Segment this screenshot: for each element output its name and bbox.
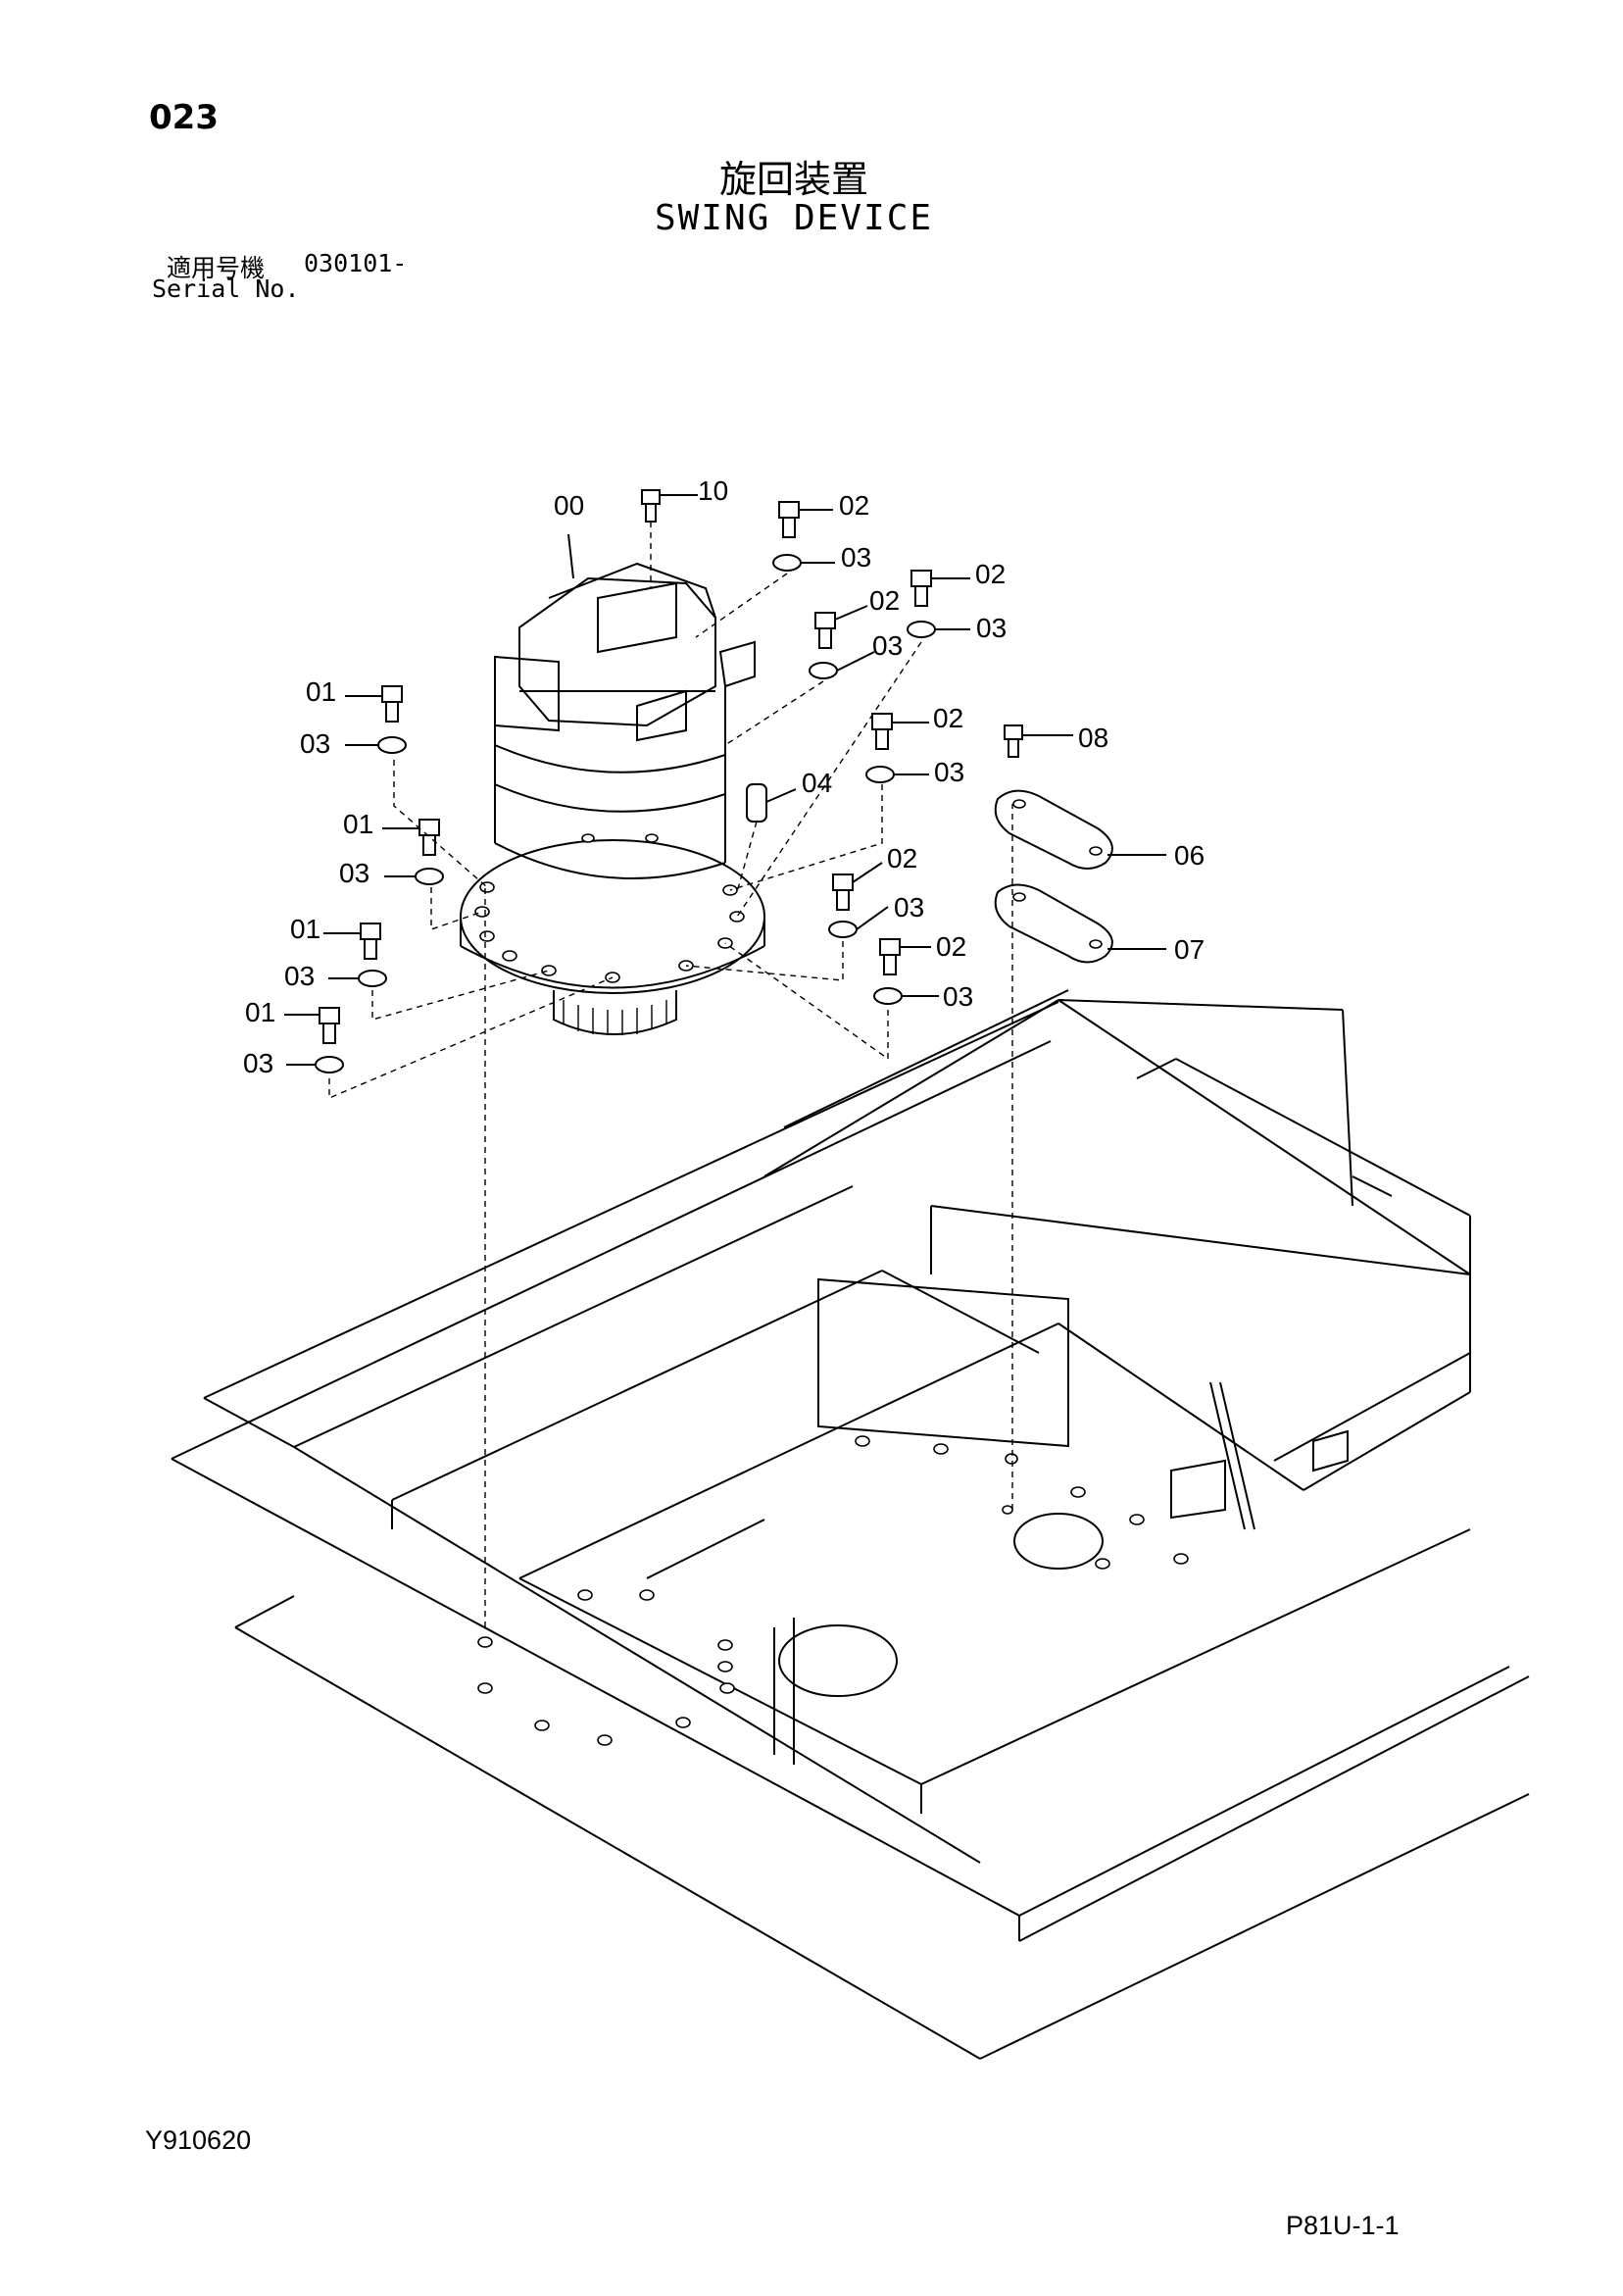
serial-label-japanese: 適用号機 (167, 254, 266, 282)
callout-08: 08 (1078, 723, 1108, 753)
bolt-02-c (910, 570, 932, 607)
callout-02: 02 (839, 490, 869, 521)
callout-01: 01 (245, 997, 275, 1027)
callout-03: 03 (284, 961, 315, 991)
washer-03-f (415, 868, 444, 885)
title-english: SWING DEVICE (654, 198, 934, 238)
washer-03-c (907, 621, 936, 638)
bolt-01-c (360, 923, 381, 960)
callout-03: 03 (976, 613, 1007, 643)
callout-03: 03 (872, 630, 903, 661)
callout-02: 02 (975, 559, 1006, 589)
cover-plates (994, 789, 1113, 964)
bolt-01-d (319, 1007, 340, 1044)
callout-02: 02 (869, 585, 900, 616)
callout-07: 07 (1174, 934, 1205, 965)
callout-03: 03 (934, 757, 964, 787)
leader-lines (284, 494, 1166, 1066)
swing-motor-drawing (460, 562, 765, 1035)
callout-03: 03 (841, 542, 871, 573)
washer-03-d (377, 736, 407, 754)
callout-02: 02 (936, 931, 966, 962)
serial-value: 030101- (304, 249, 408, 277)
washer-03-j (315, 1056, 344, 1073)
callout-03: 03 (943, 981, 973, 1012)
title-japanese: 旋回装置 (718, 158, 868, 201)
washer-03-e (865, 766, 895, 783)
bolts-and-washers (315, 489, 1023, 1073)
bolt-02-b (814, 612, 836, 649)
upper-frame-drawing (171, 989, 1530, 2060)
callout-06: 06 (1174, 840, 1205, 871)
callout-03: 03 (894, 892, 924, 923)
callout-labels: 00 10 02 03 02 02 03 03 01 03 02 08 03 0… (243, 475, 1205, 1078)
bolt-02-f (879, 938, 901, 975)
callout-00: 00 (554, 490, 584, 521)
bolt-08 (1004, 724, 1023, 758)
bolt-01-b (418, 819, 440, 856)
drawing-code: Y910620 (145, 2125, 252, 2155)
bolt-10 (641, 489, 661, 523)
callout-02: 02 (887, 843, 917, 873)
plate-07 (994, 883, 1113, 964)
washer-03-b (809, 662, 838, 679)
washer-03-a (772, 554, 802, 572)
assembly-lines (328, 522, 1013, 1627)
sheet-code: P81U-1-1 (1286, 2211, 1400, 2240)
callout-02: 02 (933, 703, 963, 733)
bolt-01-a (381, 685, 403, 723)
page-number: 023 (149, 98, 219, 137)
callout-04: 04 (802, 768, 832, 798)
plate-06 (994, 789, 1113, 870)
bolt-02-a (778, 501, 800, 538)
bolt-02-e (832, 873, 854, 911)
callout-01: 01 (290, 914, 320, 944)
washer-03-g (828, 921, 858, 938)
callout-01: 01 (306, 676, 336, 707)
frame-holes (477, 1435, 1189, 1746)
callout-03: 03 (300, 728, 330, 759)
callout-03: 03 (339, 858, 369, 888)
callout-03: 03 (243, 1048, 273, 1078)
serial-label-english: Serial No. (152, 275, 300, 303)
washer-03-i (873, 987, 903, 1005)
callout-10: 10 (698, 475, 728, 506)
pin-04 (746, 783, 767, 823)
washer-03-h (358, 970, 387, 987)
callout-01: 01 (343, 809, 373, 839)
bolt-02-d (871, 713, 893, 750)
